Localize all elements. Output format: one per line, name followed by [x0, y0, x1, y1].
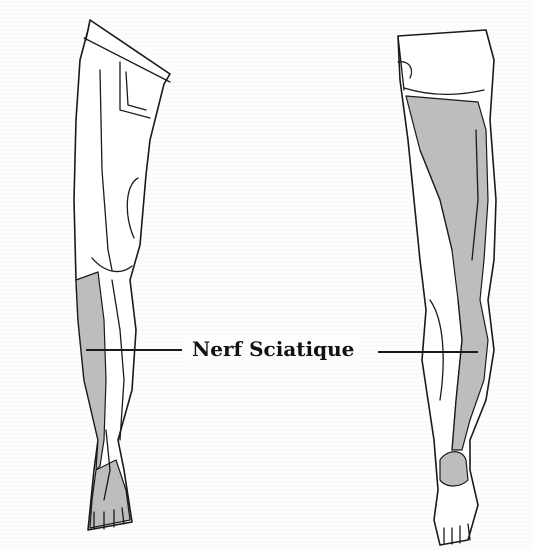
- right-leg: [398, 30, 496, 545]
- right-heel-nerve-area: [440, 452, 468, 486]
- left-leg: [74, 20, 170, 530]
- left-leg-nerve-area: [76, 272, 106, 470]
- sciatic-nerve-label: Nerf Sciatique: [186, 336, 360, 362]
